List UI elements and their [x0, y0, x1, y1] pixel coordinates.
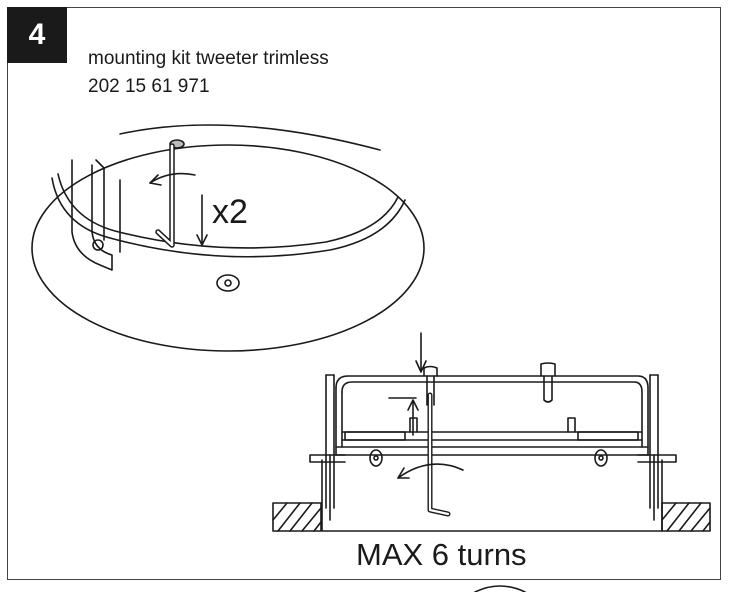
speaker-rim-inner	[57, 173, 399, 249]
bracket-outline	[71, 159, 113, 271]
hex-key-lower-icon	[427, 392, 451, 517]
rotation-arrow-icon	[149, 172, 196, 184]
top-frame	[335, 375, 649, 456]
max-turns-label: MAX 6 turns	[356, 537, 527, 572]
bottom-fragment	[474, 585, 526, 592]
right-screw-icon	[594, 449, 608, 467]
speaker-rim-outer	[51, 177, 406, 258]
kit-part-number: 202 15 61 971	[88, 76, 210, 97]
speaker-top-edge	[119, 124, 381, 151]
instruction-frame	[7, 7, 721, 580]
hex-key-icon	[155, 139, 185, 248]
left-screw-icon	[369, 449, 383, 467]
bracket-edge	[95, 159, 105, 241]
left-bracket	[325, 374, 335, 509]
right-bracket	[649, 374, 659, 509]
top-screw-icon	[540, 362, 556, 403]
installation-view	[272, 332, 711, 532]
step-number-badge: 4	[7, 7, 67, 63]
rotation-arrow-head	[149, 174, 162, 186]
zoom-ellipse	[31, 144, 425, 352]
main-screw-head	[423, 365, 438, 377]
lower-rotation-arrow-icon	[397, 463, 464, 479]
quantity-label: x2	[212, 193, 248, 231]
bracket-screw-icon	[92, 239, 104, 251]
mounting-plate	[335, 431, 649, 456]
ceiling-right	[661, 502, 711, 532]
left-clamp	[309, 454, 346, 463]
step-number: 4	[28, 18, 46, 51]
screw-head-icon	[216, 274, 240, 292]
ceiling-left	[272, 502, 322, 532]
kit-title: mounting kit tweeter trimless	[88, 48, 329, 69]
right-clamp	[637, 454, 677, 463]
detail-zoom-view	[31, 124, 425, 352]
housing-lower	[321, 459, 663, 532]
